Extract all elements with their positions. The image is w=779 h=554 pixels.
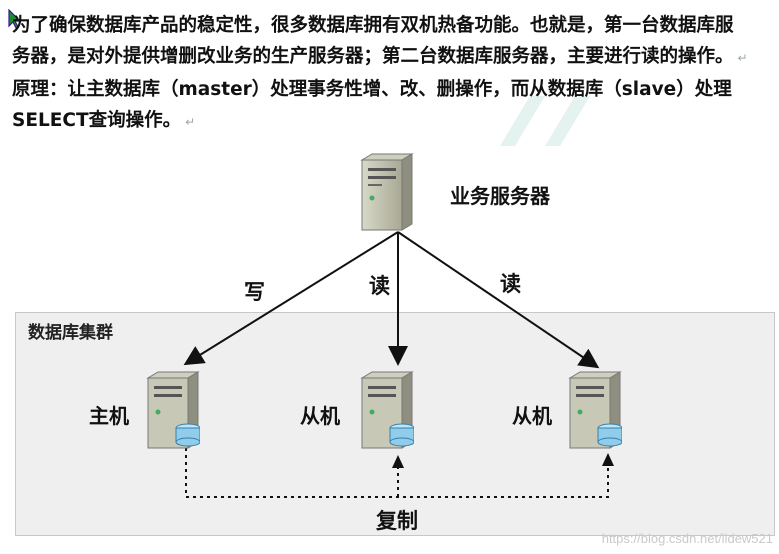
- intro-line-1: 为了确保数据库产品的稳定性，很多数据库拥有双机热备功能。也就是，第一台数据库服: [12, 15, 734, 36]
- cursor-arrow-icon: [8, 9, 22, 29]
- read-label-middle: 读: [369, 274, 390, 298]
- read-label-right: 读: [500, 272, 521, 296]
- slave-node-label-1: 从机: [300, 404, 340, 428]
- intro-line-2: 务器，是对外提供增删改业务的生产服务器；第二台数据库服务器，主要进行读的操作。: [12, 46, 734, 67]
- paragraph-mark-icon: ↵: [737, 51, 748, 65]
- business-server-icon: [360, 153, 414, 231]
- slave-server-icon: [360, 371, 414, 449]
- replicate-arrowhead-right: [602, 453, 614, 466]
- master-server-icon: [146, 371, 200, 449]
- write-arrow: [183, 231, 399, 366]
- csdn-watermark: https://blog.csdn.net/lidew521: [601, 531, 773, 546]
- intro-text: 为了确保数据库产品的稳定性，很多数据库拥有双机热备功能。也就是，第一台数据库服 …: [12, 10, 772, 138]
- intro-line-4: SELECT查询操作。: [12, 110, 182, 131]
- replicate-arrowhead-middle: [392, 455, 404, 468]
- business-server-label: 业务服务器: [450, 184, 550, 208]
- master-node-label: 主机: [89, 404, 129, 428]
- slave-node-label-2: 从机: [512, 404, 552, 428]
- read-arrow-right: [397, 231, 600, 369]
- replicate-label: 复制: [376, 509, 418, 533]
- cluster-title: 数据库集群: [28, 323, 113, 343]
- paragraph-mark-icon: ↵: [185, 115, 196, 129]
- watermark-logo: [500, 96, 590, 146]
- slave-server-icon: [568, 371, 622, 449]
- write-label: 写: [244, 280, 265, 304]
- intro-line-3: 原理：让主数据库（master）处理事务性增、改、删操作，而从数据库（slave…: [12, 79, 732, 100]
